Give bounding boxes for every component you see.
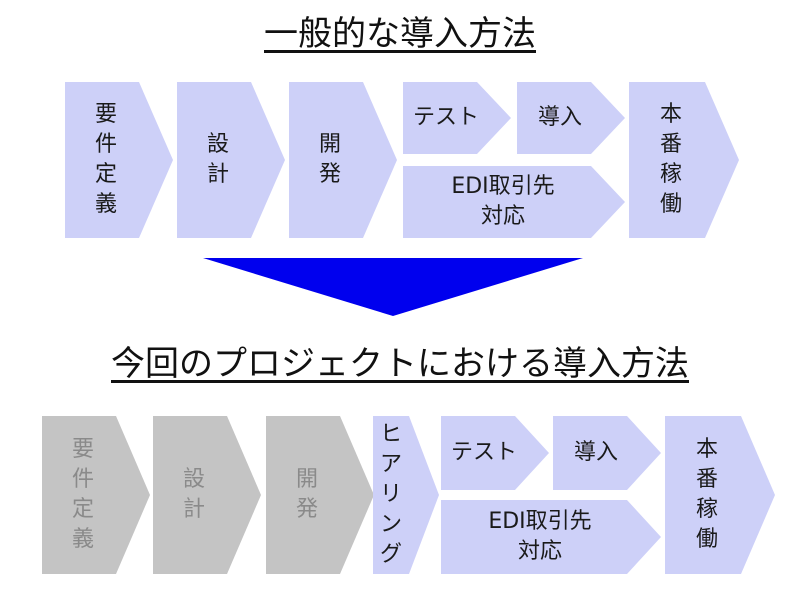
project-stage-production: 本番稼働 [665, 416, 775, 574]
general-stage-edi: EDI取引先 対応 [403, 166, 625, 238]
project-stage-hearing-label: ヒアリング [380, 422, 403, 567]
general-stage-test-label: テスト [412, 105, 479, 130]
project-stage-requirements-label: 要件定義 [72, 437, 95, 552]
general-stage-deployment: 導入 [517, 82, 625, 154]
general-stage-development-label: 開発 [319, 132, 342, 187]
general-method-title-text: 一般的な導入方法 [264, 14, 536, 54]
project-stage-hearing: ヒアリング [373, 416, 439, 574]
general-stage-development: 開発 [289, 82, 397, 238]
project-stage-test: テスト [441, 416, 549, 490]
general-stage-production: 本番稼働 [629, 82, 739, 238]
project-method-title-text: 今回のプロジェクトにおける導入方法 [111, 344, 689, 384]
project-stage-development: 開発 [266, 416, 374, 574]
project-method-title: 今回のプロジェクトにおける導入方法 [0, 344, 800, 384]
project-stage-edi: EDI取引先 対応 [441, 500, 661, 574]
project-stage-requirements: 要件定義 [42, 416, 150, 574]
project-stage-deployment-label: 導入 [573, 440, 618, 465]
project-stage-edi-label-line2: 対応 [517, 539, 562, 564]
general-stage-design-label: 設計 [207, 132, 230, 187]
project-stage-production-label: 本番稼働 [696, 437, 719, 552]
general-stage-edi-label-line2: 対応 [480, 204, 525, 229]
project-stage-deployment: 導入 [553, 416, 661, 490]
general-stage-requirements: 要件定義 [65, 82, 173, 238]
down-triangle-icon [203, 258, 583, 316]
project-stage-edi-label-line1: EDI取引先 [488, 509, 592, 534]
general-stage-edi-label-line1: EDI取引先 [451, 174, 555, 199]
general-method-title: 一般的な導入方法 [0, 14, 800, 54]
project-stage-test-label: テスト [450, 440, 517, 465]
general-stage-requirements-label: 要件定義 [95, 102, 118, 217]
project-stage-design: 設計 [153, 416, 261, 574]
general-stage-test: テスト [403, 82, 511, 154]
general-stage-deployment-label: 導入 [537, 105, 582, 130]
general-stage-production-label: 本番稼働 [660, 102, 683, 217]
general-stage-design: 設計 [177, 82, 285, 238]
project-stage-development-label: 開発 [296, 467, 319, 522]
project-stage-design-label: 設計 [183, 467, 206, 522]
